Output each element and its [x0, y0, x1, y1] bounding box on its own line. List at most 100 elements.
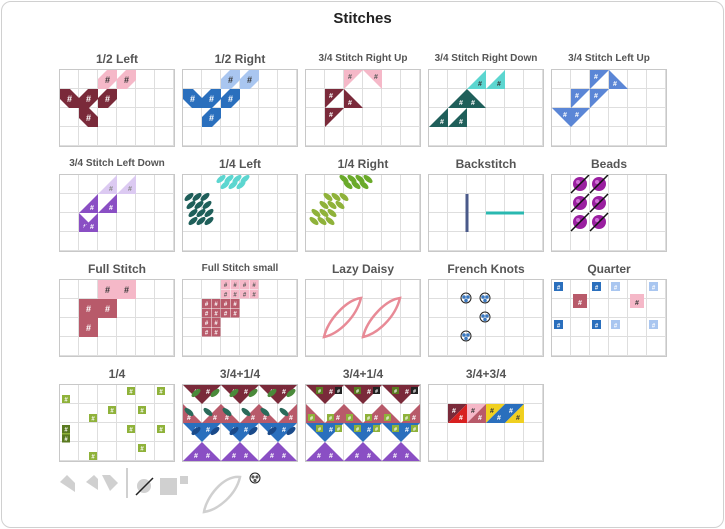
svg-text:#: #	[367, 453, 371, 460]
svg-text:#: #	[282, 427, 286, 434]
lazy-daisy-tool-icon[interactable]	[202, 475, 242, 514]
svg-text:#: #	[86, 323, 91, 333]
svg-text:#: #	[105, 285, 110, 295]
stitch-preview-grid[interactable]: ######	[59, 69, 175, 147]
svg-text:#: #	[140, 447, 144, 453]
svg-text:#: #	[478, 415, 482, 422]
svg-text:#: #	[64, 398, 68, 404]
svg-text:#: #	[490, 408, 494, 415]
svg-text:#: #	[310, 416, 313, 422]
svg-text:#: #	[516, 415, 520, 422]
svg-text:#: #	[263, 415, 267, 422]
stitch-preview-grid[interactable]: ######	[59, 174, 175, 252]
svg-text:#: #	[367, 427, 371, 434]
svg-text:#: #	[557, 324, 561, 330]
svg-text:#: #	[393, 453, 397, 460]
svg-text:#: #	[224, 283, 228, 289]
stitch-preview-grid[interactable]	[428, 279, 544, 357]
svg-text:#: #	[252, 293, 256, 299]
svg-text:#: #	[90, 224, 94, 231]
stitch-preview-grid[interactable]	[551, 174, 667, 252]
svg-text:#: #	[394, 389, 397, 395]
stitch-label: 3/4+1/4	[342, 367, 384, 381]
svg-text:#: #	[413, 427, 416, 433]
svg-text:#: #	[282, 389, 286, 396]
bead-tool-icon[interactable]	[135, 477, 154, 496]
stitch-preview-grid[interactable]	[428, 174, 544, 252]
stitch-preview-quarter: ##########	[554, 282, 658, 330]
svg-text:#: #	[405, 416, 408, 422]
svg-text:#: #	[594, 74, 598, 81]
svg-text:#: #	[497, 81, 501, 88]
stitch-preview-grid[interactable]	[182, 174, 298, 252]
stitch-label: 3/4+3/4	[465, 367, 507, 381]
svg-text:#: #	[497, 415, 501, 422]
svg-text:#: #	[213, 415, 217, 422]
svg-text:#: #	[452, 408, 456, 415]
full-stitch-tool-icon[interactable]	[160, 476, 188, 495]
svg-text:#: #	[105, 94, 110, 104]
svg-text:#: #	[348, 74, 352, 81]
svg-text:#: #	[318, 427, 321, 433]
stitch-preview-beads	[570, 175, 609, 232]
stitch-preview-three-quarter-right-up: #####	[325, 70, 382, 127]
svg-text:#: #	[412, 415, 416, 422]
svg-text:#: #	[243, 293, 247, 299]
svg-text:#: #	[224, 293, 228, 299]
svg-text:#: #	[578, 300, 582, 307]
svg-text:#: #	[394, 427, 397, 433]
svg-text:#: #	[252, 283, 256, 289]
panel-title: Stitches	[333, 10, 392, 27]
svg-text:#: #	[159, 428, 163, 434]
half-stitch-tool-icon[interactable]	[60, 475, 98, 492]
stitch-preview-grid[interactable]: #############	[59, 384, 175, 462]
svg-text:#: #	[86, 94, 91, 104]
svg-text:#: #	[405, 427, 409, 434]
svg-text:#: #	[289, 415, 293, 422]
stitch-label: French Knots	[447, 262, 525, 276]
stitch-preview-grid[interactable]: ##########	[551, 279, 667, 357]
backstitch-tool-icon[interactable]	[126, 468, 128, 498]
stitch-preview-three-quarter-left-down: ######	[79, 175, 136, 232]
stitch-preview-grid[interactable]: ########	[428, 384, 544, 462]
svg-text:#: #	[190, 94, 195, 104]
stitch-preview-grid[interactable]	[305, 174, 421, 252]
stitch-preview-grid[interactable]: #####	[305, 69, 421, 147]
stitch-preview-grid[interactable]: ########################################…	[305, 384, 421, 462]
stitch-preview-backstitch	[465, 194, 524, 232]
svg-text:#: #	[109, 186, 113, 193]
stitch-preview-three-quarter-plus-three-quarter: ########	[448, 404, 524, 423]
svg-text:#: #	[228, 94, 233, 104]
svg-text:#: #	[105, 304, 110, 314]
svg-text:#: #	[374, 415, 378, 422]
svg-text:#: #	[405, 389, 409, 396]
svg-text:#: #	[129, 428, 133, 434]
svg-text:#: #	[67, 94, 72, 104]
svg-text:#: #	[224, 312, 228, 318]
stitch-preview-grid[interactable]	[305, 279, 421, 357]
svg-text:#: #	[214, 302, 218, 308]
french-knot-tool-icon[interactable]	[249, 472, 261, 484]
stitch-preview-grid[interactable]: ######	[182, 69, 298, 147]
svg-text:#: #	[228, 75, 233, 85]
svg-text:#: #	[329, 427, 333, 434]
svg-text:#: #	[355, 453, 359, 460]
svg-text:#: #	[405, 453, 409, 460]
svg-text:#: #	[64, 437, 68, 443]
three-quarter-tool-icon[interactable]	[102, 475, 118, 491]
stitch-preview-grid[interactable]: ######	[428, 69, 544, 147]
svg-text:#: #	[206, 389, 210, 396]
svg-text:#: #	[413, 389, 416, 395]
svg-text:#: #	[329, 416, 332, 422]
svg-text:#: #	[367, 416, 370, 422]
svg-text:#: #	[336, 415, 340, 422]
stitch-preview-grid[interactable]: #####	[59, 279, 175, 357]
stitch-label: 1/2 Left	[95, 52, 138, 66]
stitch-preview-half-right: ######	[183, 70, 259, 127]
stitch-label: Quarter	[587, 262, 631, 276]
stitch-preview-grid[interactable]: ####################	[182, 279, 298, 357]
stitch-preview-grid[interactable]: ######	[551, 69, 667, 147]
svg-text:#: #	[214, 331, 218, 337]
svg-text:#: #	[86, 113, 91, 123]
stitch-preview-grid[interactable]: ########################	[182, 384, 298, 462]
